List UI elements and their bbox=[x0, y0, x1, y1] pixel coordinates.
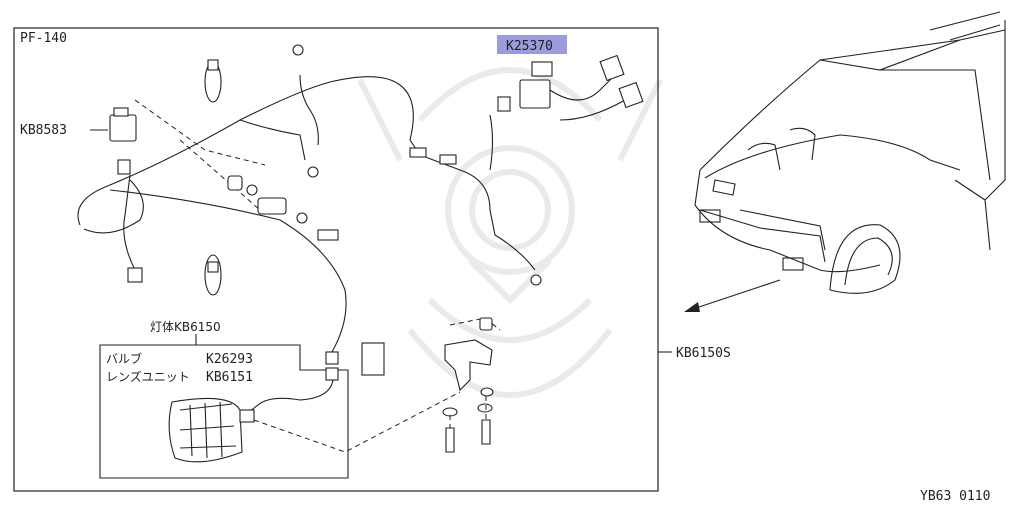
cable-ties bbox=[204, 59, 222, 296]
bracket-hardware bbox=[134, 99, 339, 241]
location-arrow bbox=[684, 279, 781, 312]
footer-code: YB63 0110 bbox=[920, 489, 990, 504]
connector-parts bbox=[127, 44, 644, 381]
main-frame bbox=[13, 27, 659, 492]
part-label-kb6150s[interactable]: KB6150S bbox=[676, 346, 731, 361]
fog-lamp bbox=[168, 391, 461, 463]
bulb-label: バルブ bbox=[106, 351, 142, 366]
part-label-kb6151[interactable]: KB6151 bbox=[206, 370, 253, 385]
part-label-k25370[interactable]: K25370 bbox=[506, 39, 553, 54]
page-ref: PF-140 bbox=[20, 31, 67, 46]
watermark-logo bbox=[357, 67, 663, 398]
relay-part bbox=[109, 107, 137, 175]
truck-illustration bbox=[694, 11, 1006, 294]
part-label-kb8583[interactable]: KB8583 bbox=[20, 123, 67, 138]
lamp-subframe bbox=[99, 344, 349, 479]
k25370-highlight bbox=[497, 35, 567, 54]
gasket-pad bbox=[361, 342, 385, 376]
lamp-body-label[interactable]: 灯体KB6150 bbox=[150, 320, 221, 334]
mounting-bracket bbox=[442, 317, 501, 453]
part-label-k26293[interactable]: K26293 bbox=[206, 352, 253, 367]
lens-unit-label: レンズユニット bbox=[106, 369, 190, 384]
wiring-harness bbox=[77, 74, 626, 416]
